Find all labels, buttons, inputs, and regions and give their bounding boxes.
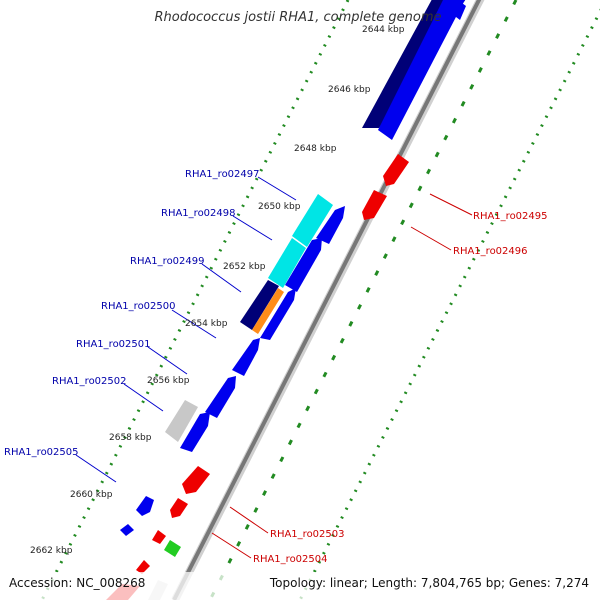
gene-label-ro02502[interactable]: RHA1_ro02502 bbox=[52, 376, 127, 387]
leader-ro02502 bbox=[123, 383, 164, 412]
gene-reverse-5[interactable] bbox=[152, 530, 166, 544]
gene-green-1[interactable] bbox=[164, 540, 181, 557]
leader-ro02499 bbox=[201, 263, 242, 293]
gene-label-ro02505[interactable]: RHA1_ro02505 bbox=[4, 447, 79, 458]
gene-labels-left: RHA1_ro02497 RHA1_ro02498 RHA1_ro02499 R… bbox=[4, 169, 260, 458]
gene-label-ro02501[interactable]: RHA1_ro02501 bbox=[76, 339, 151, 350]
gene-forward-2[interactable] bbox=[316, 206, 345, 244]
gene-forward-4[interactable] bbox=[260, 288, 296, 340]
label-leaders bbox=[75, 176, 473, 559]
scale-labels: 2644 kbp 2646 kbp 2648 kbp 2650 kbp 2652… bbox=[30, 25, 405, 556]
gene-reverse-3[interactable] bbox=[182, 466, 210, 494]
gene-forward-3[interactable] bbox=[285, 238, 322, 292]
gene-grey-1[interactable] bbox=[165, 400, 198, 442]
outer-dotted-track-left bbox=[40, 0, 350, 600]
scale-label: 2658 kbp bbox=[109, 433, 152, 443]
gene-forward-5[interactable] bbox=[232, 338, 260, 376]
leader-ro02503 bbox=[229, 506, 269, 534]
leader-ro02501 bbox=[147, 346, 188, 375]
scale-label: 2656 kbp bbox=[147, 376, 190, 386]
scale-label: 2652 kbp bbox=[223, 262, 266, 272]
scale-label: 2654 kbp bbox=[185, 319, 228, 329]
footer-background bbox=[0, 572, 600, 600]
leader-ro02496 bbox=[410, 226, 452, 251]
gene-forward-6[interactable] bbox=[205, 376, 236, 418]
map-title: Rhodococcus jostii RHA1, complete genome bbox=[155, 10, 442, 25]
leader-ro02497 bbox=[257, 176, 297, 201]
gene-label-ro02495[interactable]: RHA1_ro02495 bbox=[473, 211, 548, 222]
gene-reverse-6[interactable] bbox=[136, 560, 150, 574]
gene-reverse-2[interactable] bbox=[362, 190, 387, 220]
scale-label: 2662 kbp bbox=[30, 546, 73, 556]
leader-ro02500 bbox=[171, 309, 217, 339]
scale-label: 2644 kbp bbox=[362, 25, 405, 35]
genome-backbone-core bbox=[172, 0, 482, 600]
gene-reverse-1[interactable] bbox=[383, 154, 409, 186]
gene-label-ro02504[interactable]: RHA1_ro02504 bbox=[253, 554, 328, 565]
accession-text: Accession: NC_008268 bbox=[9, 576, 145, 590]
gene-forward-1[interactable] bbox=[378, 0, 470, 140]
gene-forward-9[interactable] bbox=[120, 524, 134, 536]
gene-reverse-4[interactable] bbox=[170, 498, 188, 518]
topology-text: Topology: linear; Length: 7,804,765 bp; … bbox=[269, 576, 589, 590]
gene-label-ro02497[interactable]: RHA1_ro02497 bbox=[185, 169, 260, 180]
leader-ro02504 bbox=[211, 532, 252, 559]
forward-strand-genes bbox=[120, 0, 470, 536]
gene-label-ro02500[interactable]: RHA1_ro02500 bbox=[101, 301, 176, 312]
leader-ro02505 bbox=[75, 454, 117, 483]
gene-label-ro02496[interactable]: RHA1_ro02496 bbox=[453, 246, 528, 257]
gene-forward-8[interactable] bbox=[136, 496, 154, 516]
leader-ro02495 bbox=[429, 193, 473, 216]
gene-label-ro02503[interactable]: RHA1_ro02503 bbox=[270, 529, 345, 540]
gene-label-ro02499[interactable]: RHA1_ro02499 bbox=[130, 256, 205, 267]
scale-label: 2650 kbp bbox=[258, 202, 301, 212]
gene-orange-1[interactable] bbox=[252, 288, 284, 334]
gene-cyan-2[interactable] bbox=[268, 238, 306, 288]
gene-forward-7[interactable] bbox=[180, 412, 210, 452]
outer-dotted-track-right bbox=[298, 8, 600, 600]
scale-label: 2648 kbp bbox=[294, 144, 337, 154]
gene-cyan-1[interactable] bbox=[292, 194, 333, 247]
gene-labels-right: RHA1_ro02495 RHA1_ro02496 RHA1_ro02503 R… bbox=[253, 211, 548, 565]
gene-forward-top-arrow[interactable] bbox=[452, 0, 466, 20]
scale-label: 2660 kbp bbox=[70, 490, 113, 500]
gene-label-ro02498[interactable]: RHA1_ro02498 bbox=[161, 208, 236, 219]
gene-dark-orange-1[interactable] bbox=[240, 280, 279, 330]
scale-label: 2646 kbp bbox=[328, 85, 371, 95]
leader-ro02498 bbox=[232, 215, 273, 241]
